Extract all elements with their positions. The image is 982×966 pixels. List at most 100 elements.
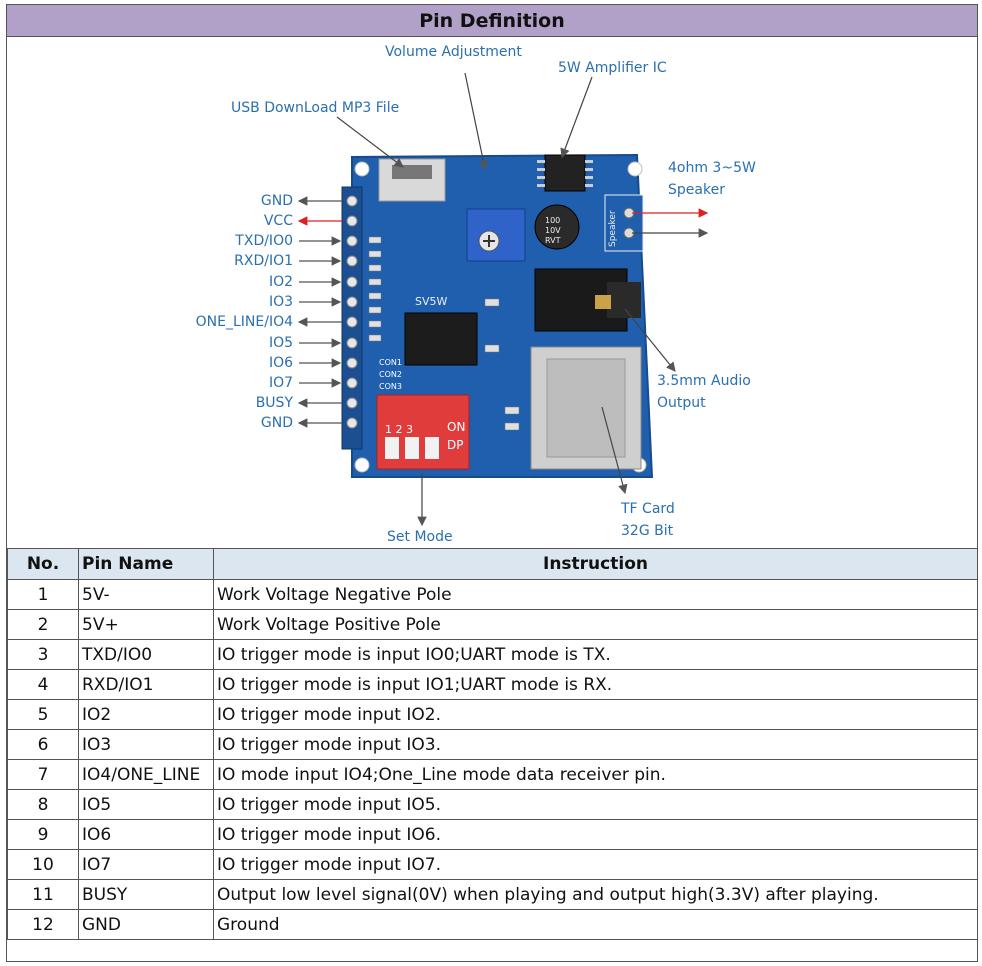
header-no: No. <box>7 548 79 580</box>
cell-pin-name: IO6 <box>78 819 214 850</box>
pin-label-txd: TXD/IO0 <box>235 233 293 249</box>
pin-header <box>341 186 363 450</box>
cell-no: 12 <box>7 909 79 940</box>
pin-label-io7: IO7 <box>268 375 293 391</box>
pin-label-busy: BUSY <box>255 395 293 411</box>
dip-on-label: ON <box>447 420 465 434</box>
table-header-row: No. Pin Name Instruction <box>7 548 978 580</box>
chip-label: SV5W <box>415 295 448 308</box>
cell-no: 7 <box>7 759 79 790</box>
volume-potentiometer <box>466 208 526 262</box>
pin-label-io5: IO5 <box>268 335 293 351</box>
pin-label-gnd-top: GND <box>260 193 293 209</box>
capacitor-label-3: RVT <box>545 236 561 245</box>
decoder-chip: SV5W <box>404 295 478 366</box>
con2-label: CON2 <box>379 370 402 379</box>
pin-label-io3: IO3 <box>268 294 293 310</box>
pin-label-one-line: ONE_LINE/IO4 <box>195 314 293 330</box>
tf-card-slot <box>530 346 642 470</box>
usb-connector <box>378 158 446 202</box>
callout-amplifier: 5W Amplifier IC <box>558 60 667 76</box>
cell-instruction: IO trigger mode input IO6. <box>213 819 978 850</box>
cell-pin-name: IO3 <box>78 729 214 760</box>
cell-instruction: IO trigger mode input IO7. <box>213 849 978 880</box>
callout-tf-2: 32G Bit <box>621 523 674 539</box>
cell-instruction: IO mode input IO4;One_Line mode data rec… <box>213 759 978 790</box>
capacitor-label-2: 10V <box>545 226 561 235</box>
con1-label: CON1 <box>379 358 402 367</box>
callout-speaker-2: Speaker <box>668 182 725 198</box>
callout-volume: Volume Adjustment <box>385 44 522 60</box>
pin-label-io6: IO6 <box>268 355 293 371</box>
cell-no: 5 <box>7 699 79 730</box>
con3-label: CON3 <box>379 382 402 391</box>
cell-instruction: IO trigger mode is input IO0;UART mode i… <box>213 639 978 670</box>
cell-instruction: Work Voltage Positive Pole <box>213 609 978 640</box>
callout-set-mode: Set Mode <box>387 529 453 545</box>
cell-no: 4 <box>7 669 79 700</box>
callout-arrows <box>336 72 709 527</box>
pin-arrows <box>297 196 342 428</box>
dip-dp-label: DP <box>447 438 463 452</box>
callout-speaker-1: 4ohm 3~5W <box>668 160 756 176</box>
pin-label-vcc: VCC <box>263 213 293 229</box>
smd-components <box>368 236 520 431</box>
cell-pin-name: IO4/ONE_LINE <box>78 759 214 790</box>
cell-pin-name: BUSY <box>78 879 214 910</box>
cell-instruction: Output low level signal(0V) when playing… <box>213 879 978 910</box>
cell-pin-name: 5V- <box>78 579 214 610</box>
speaker-silkscreen: Speaker <box>608 210 618 247</box>
cell-no: 2 <box>7 609 79 640</box>
page-title: Pin Definition <box>7 5 977 37</box>
pin-label-io2: IO2 <box>268 274 293 290</box>
cell-instruction: Work Voltage Negative Pole <box>213 579 978 610</box>
cell-pin-name: RXD/IO1 <box>78 669 214 700</box>
callout-usb: USB DownLoad MP3 File <box>231 100 400 116</box>
capacitor-label-1: 100 <box>545 216 560 225</box>
cell-no: 8 <box>7 789 79 820</box>
dip-switch: ON DP 1 2 3 <box>376 394 470 470</box>
cell-pin-name: 5V+ <box>78 609 214 640</box>
speaker-terminals: Speaker <box>604 194 644 252</box>
cell-no: 3 <box>7 639 79 670</box>
cell-pin-name: IO5 <box>78 789 214 820</box>
callout-audio-1: 3.5mm Audio <box>657 373 751 389</box>
cell-no: 9 <box>7 819 79 850</box>
cell-instruction: IO trigger mode is input IO1;UART mode i… <box>213 669 978 700</box>
cell-instruction: IO trigger mode input IO3. <box>213 729 978 760</box>
cell-pin-name: GND <box>78 909 214 940</box>
board-illustration: 100 10V RVT Speaker SV5W <box>297 72 709 527</box>
cell-no: 1 <box>7 579 79 610</box>
callout-tf-1: TF Card <box>621 501 675 517</box>
audio-jack <box>534 268 641 332</box>
cell-pin-name: TXD/IO0 <box>78 639 214 670</box>
header-instruction: Instruction <box>213 548 978 580</box>
callout-audio-2: Output <box>657 395 706 411</box>
amplifier-ic <box>537 154 593 192</box>
cell-pin-name: IO2 <box>78 699 214 730</box>
capacitor: 100 10V RVT <box>534 204 580 250</box>
cell-instruction: IO trigger mode input IO2. <box>213 699 978 730</box>
header-pin-name: Pin Name <box>78 548 214 580</box>
cell-no: 11 <box>7 879 79 910</box>
cell-instruction: Ground <box>213 909 978 940</box>
cell-instruction: IO trigger mode input IO5. <box>213 789 978 820</box>
pin-label-gnd-bottom: GND <box>260 415 293 431</box>
dip-numbers: 1 2 3 <box>385 423 413 436</box>
board-diagram: 100 10V RVT Speaker SV5W <box>7 37 977 548</box>
con-labels: CON1 CON2 CON3 <box>379 358 402 391</box>
cell-no: 10 <box>7 849 79 880</box>
